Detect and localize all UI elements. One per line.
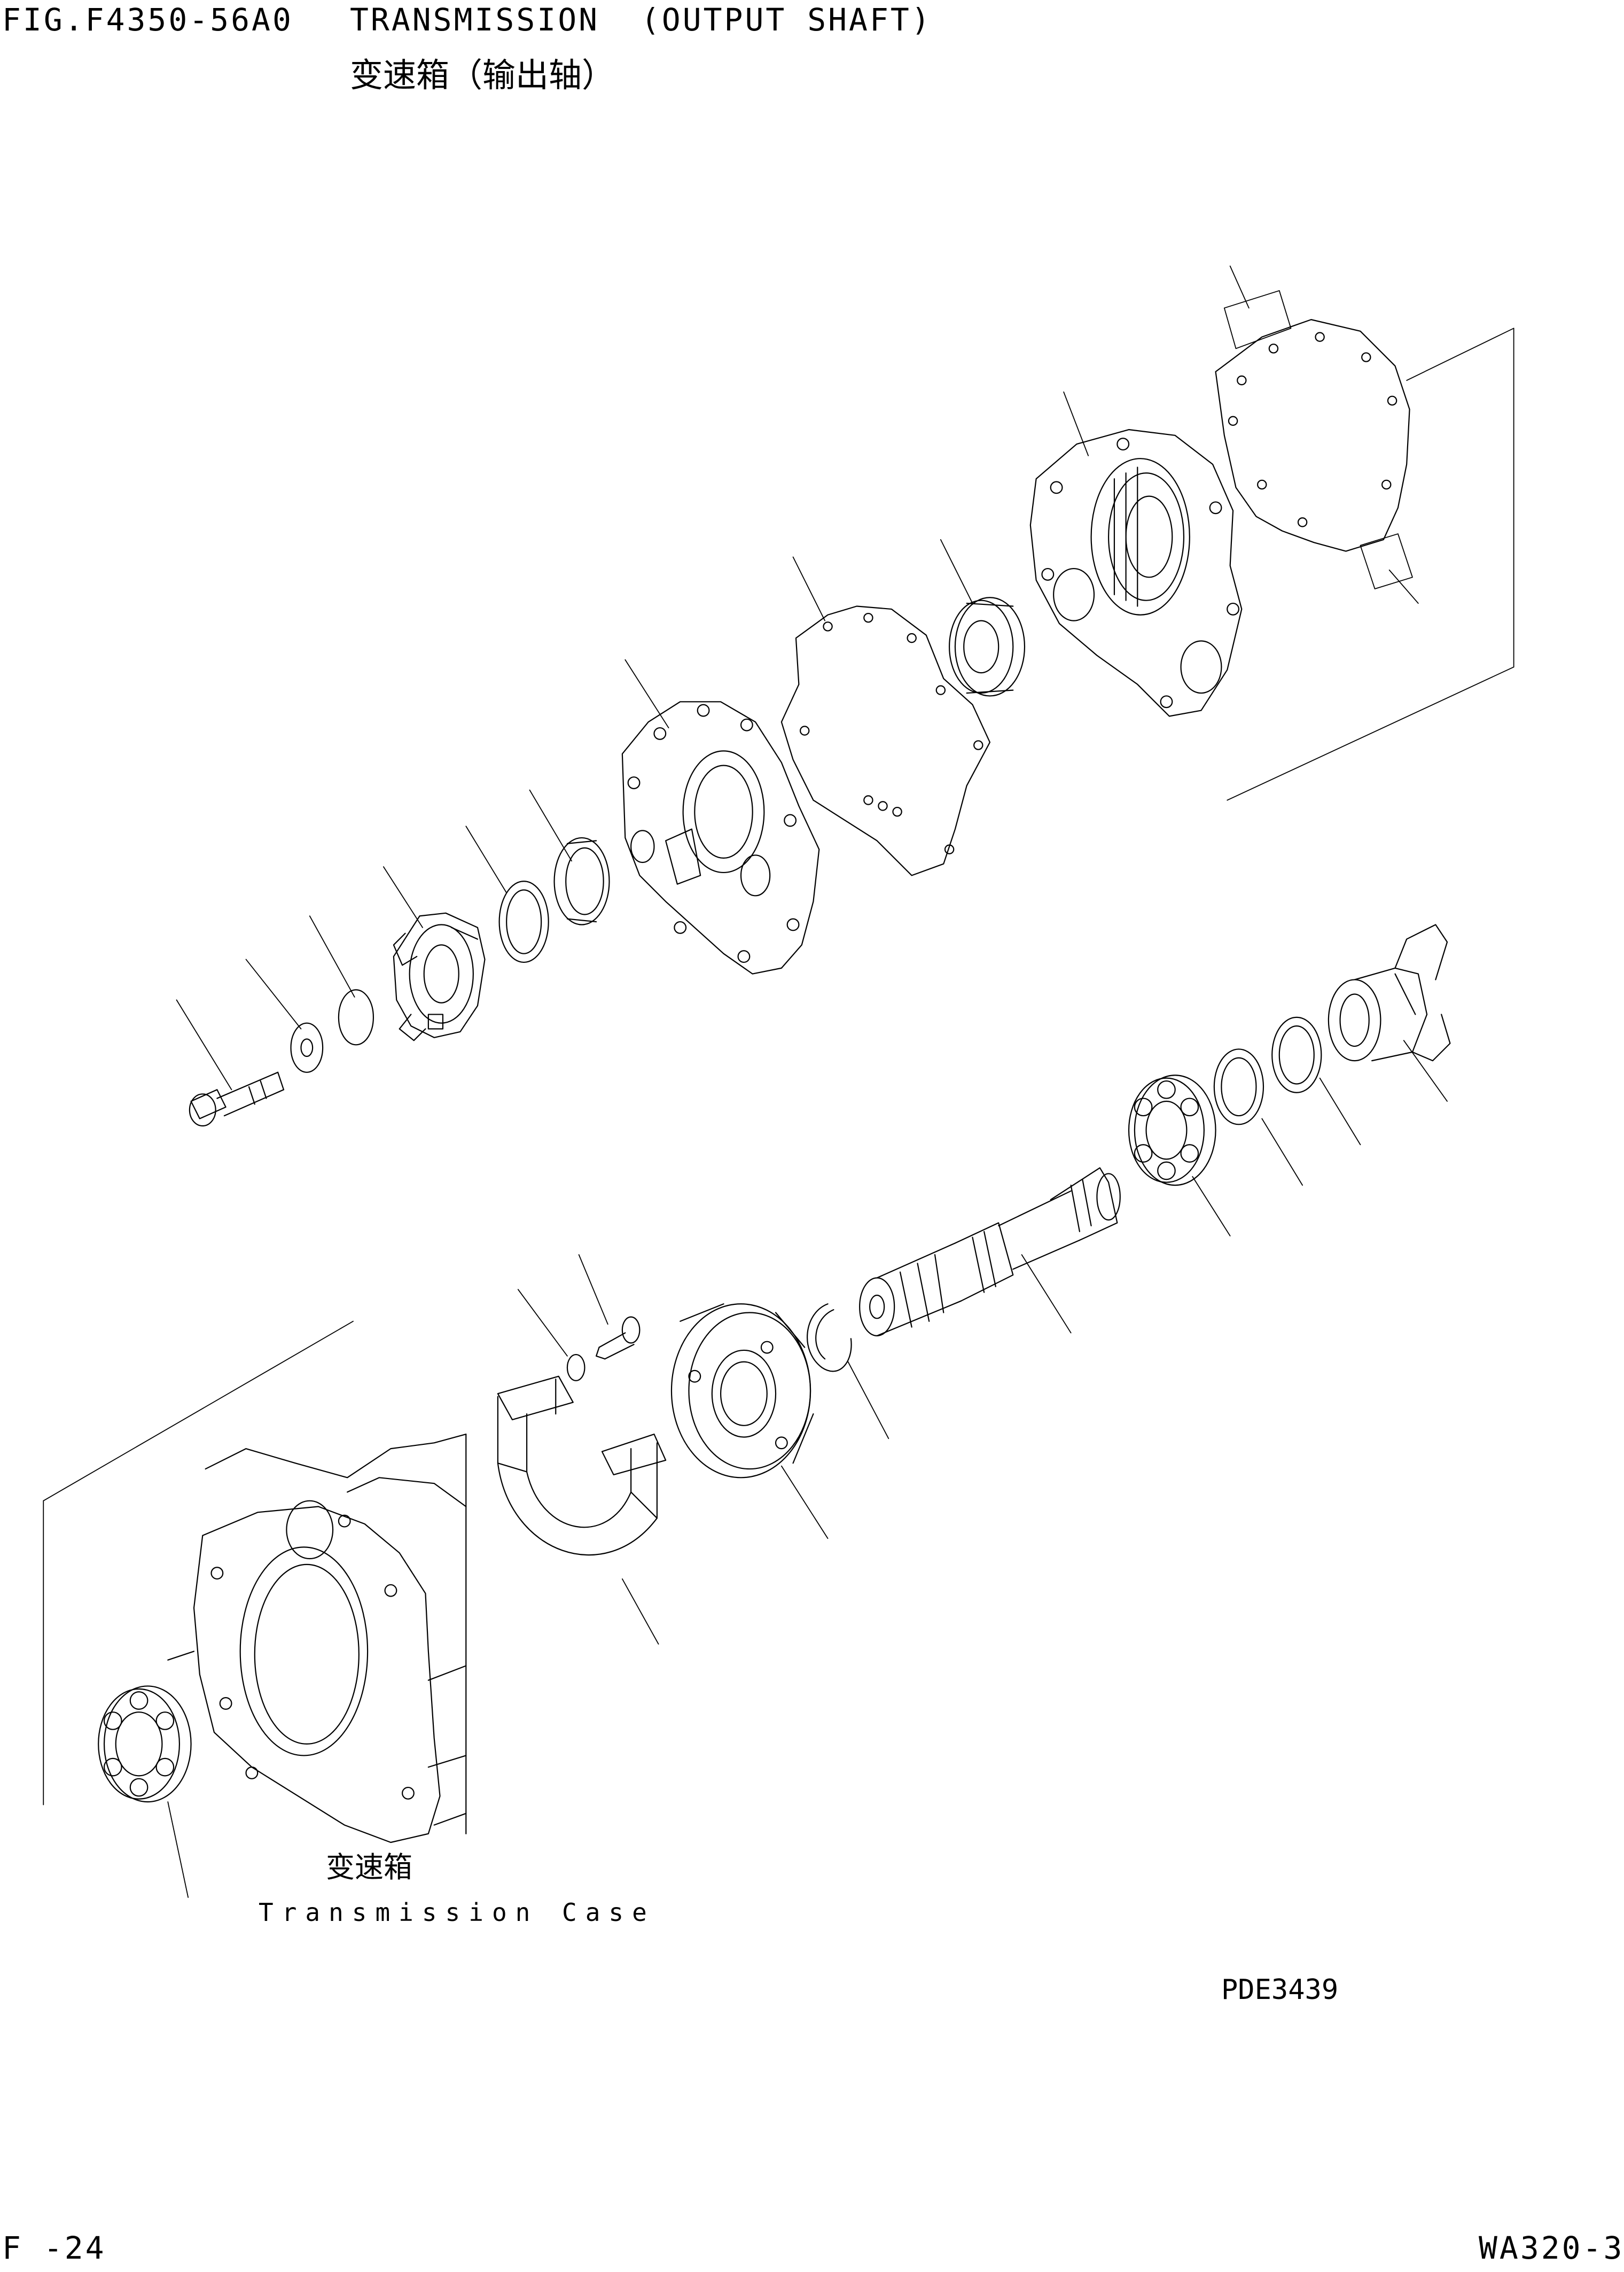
- assembly-frame-upper: [1224, 291, 1514, 800]
- case-bearing-icon: [98, 1686, 191, 1802]
- oil-seal-icon: [499, 881, 549, 962]
- output-cover-icon: [622, 702, 819, 974]
- guard-washer-icon: [567, 1355, 585, 1381]
- snap-ring-icon: [807, 1304, 851, 1371]
- output-shaft-icon: [860, 1168, 1120, 1336]
- yoke-bolt-icon: [190, 1072, 284, 1126]
- oil-seal-lower-icon: [1272, 1017, 1321, 1093]
- roller-bearing-upper-icon: [949, 597, 1025, 696]
- output-yoke-front-icon: [394, 913, 485, 1040]
- seal-ring-icon: [555, 838, 610, 925]
- figure-title-en: TRANSMISSION (OUTPUT SHAFT): [350, 2, 932, 38]
- figure-code: FIG.F4350-56A0: [2, 2, 293, 38]
- assembly-frame-lower: [43, 1321, 353, 1805]
- ball-bearing-lower-icon: [1129, 1075, 1216, 1185]
- cover-gasket-icon: [782, 606, 990, 876]
- bearing-housing-icon: [1030, 430, 1242, 716]
- output-yoke-rear-icon: [1329, 924, 1450, 1061]
- leader-lines-upper: [176, 266, 1418, 1090]
- figure-title-cn: 变速箱（输出轴）: [350, 56, 615, 95]
- leader-lines-lower: [168, 1040, 1447, 1897]
- washer-icon: [291, 1023, 323, 1072]
- model-code: WA320-3: [1479, 2230, 1624, 2266]
- o-ring-icon: [339, 990, 373, 1045]
- page-number: F -24: [2, 2230, 106, 2266]
- case-label-cn: 变速箱: [326, 1850, 412, 1884]
- guard-bolt-icon: [596, 1317, 639, 1359]
- drawing-code: PDE3439: [1221, 1974, 1339, 2006]
- case-label-en: Transmission Case: [259, 1898, 655, 1927]
- output-gear-icon: [672, 1304, 813, 1477]
- housing-gasket-icon: [1216, 320, 1410, 551]
- spacer-ring-icon: [1214, 1049, 1263, 1124]
- transmission-case-icon: [168, 1434, 466, 1842]
- shaft-guard-icon: [498, 1376, 666, 1555]
